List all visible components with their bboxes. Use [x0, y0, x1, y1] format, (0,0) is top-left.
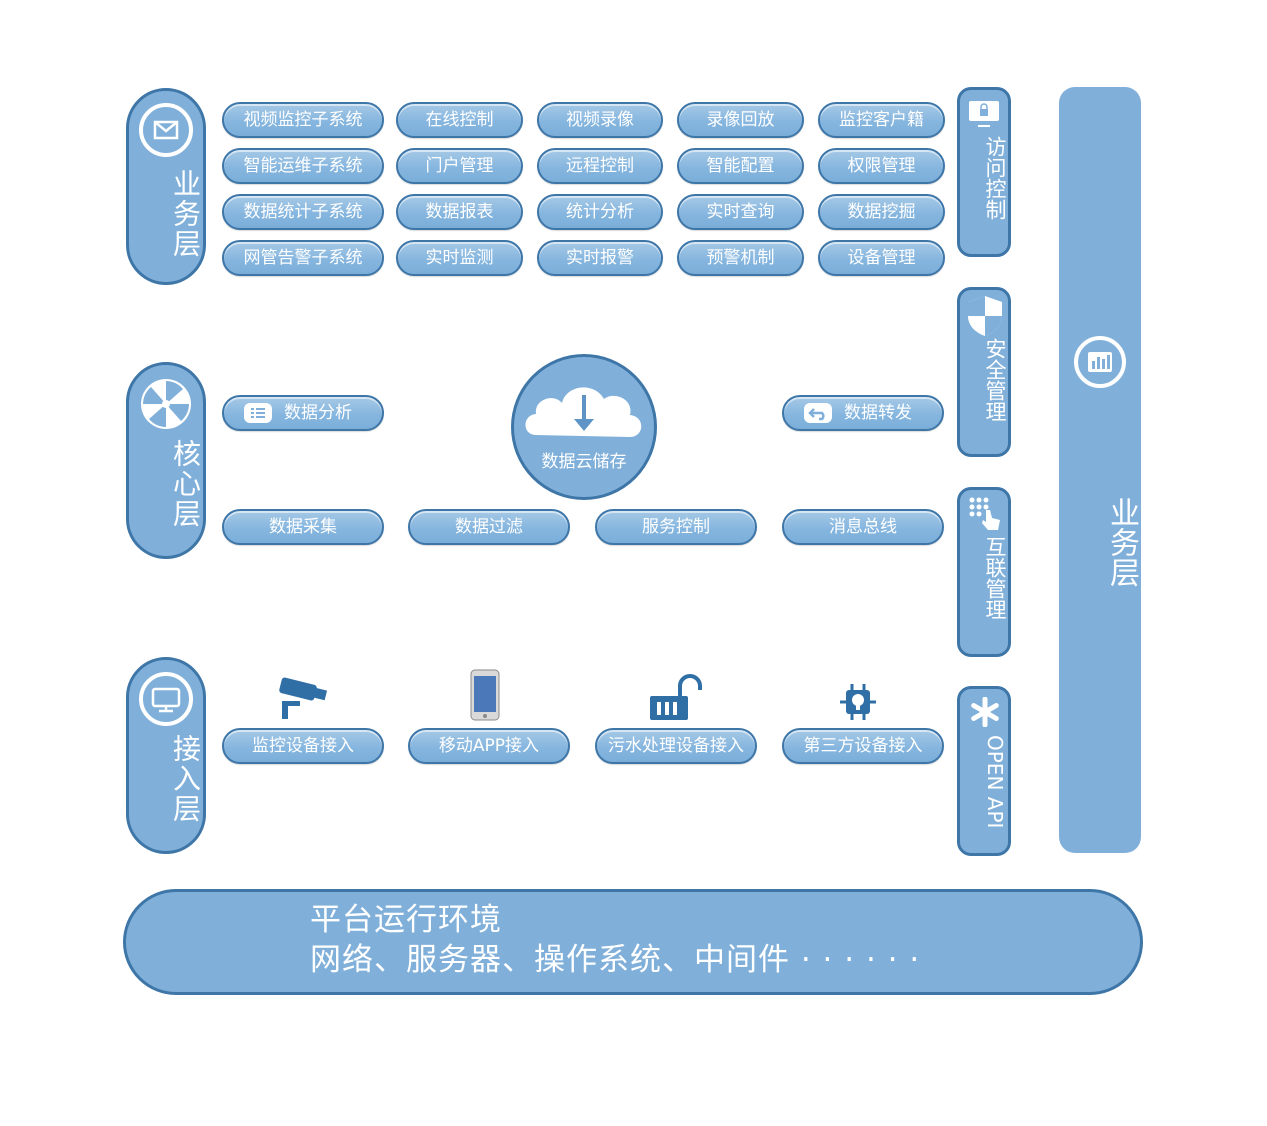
biz-pill: 设备管理 — [818, 240, 945, 276]
data-forward-label: 数据转发 — [844, 403, 912, 423]
access-layer: 接入层 — [126, 657, 206, 854]
touch-grid-icon — [969, 497, 1000, 530]
biz-pill: 智能配置 — [677, 148, 804, 184]
list-icon — [244, 403, 272, 423]
biz-pill: 远程控制 — [537, 148, 663, 184]
core-pill: 消息总线 — [782, 509, 944, 545]
biz-pill: 数据统计子系统 — [222, 194, 384, 230]
access-layer-label: 接入层 — [169, 734, 202, 824]
core-layer: 核心层 — [126, 362, 206, 559]
monitor-icon — [139, 672, 193, 726]
cloud-storage-label: 数据云储存 — [541, 452, 627, 472]
security-panel: 安全管理 — [957, 287, 1011, 457]
access-pill: 监控设备接入 — [222, 728, 384, 764]
platform-runtime: 平台运行环境 网络、服务器、操作系统、中间件 · · · · · · — [123, 889, 1143, 995]
chip-bulb-icon — [840, 684, 876, 720]
access-pill: 移动APP接入 — [408, 728, 570, 764]
biz-pill: 门户管理 — [396, 148, 523, 184]
biz-pill: 权限管理 — [818, 148, 945, 184]
open-api-panel: OPEN API — [957, 686, 1011, 856]
biz-pill: 智能运维子系统 — [222, 148, 384, 184]
platform-subtitle: 网络、服务器、操作系统、中间件 · · · · · · — [310, 942, 921, 978]
security-label: 安全管理 — [983, 338, 1007, 422]
core-pill: 数据过滤 — [408, 509, 570, 545]
interconnect-panel: 互联管理 — [957, 487, 1011, 657]
unlock-icon — [650, 674, 702, 720]
core-pill: 数据采集 — [222, 509, 384, 545]
biz-pill: 实时查询 — [677, 194, 804, 230]
biz-pill: 统计分析 — [537, 194, 663, 230]
business-layer: 业务层 — [126, 88, 206, 285]
biz-pill: 在线控制 — [396, 102, 523, 138]
data-analysis-label: 数据分析 — [284, 403, 352, 423]
access-pill: 污水处理设备接入 — [595, 728, 757, 764]
shield-icon — [968, 296, 1002, 336]
asterisk-icon — [971, 697, 999, 727]
biz-pill: 录像回放 — [677, 102, 804, 138]
biz-pill: 视频监控子系统 — [222, 102, 384, 138]
biz-pill: 网管告警子系统 — [222, 240, 384, 276]
access-control-label: 访问控制 — [983, 136, 1007, 220]
open-api-label: OPEN API — [983, 735, 1007, 829]
biz-pill: 数据报表 — [396, 194, 523, 230]
mail-icon — [139, 103, 193, 157]
access-pill: 第三方设备接入 — [782, 728, 944, 764]
bar-chart-icon — [1074, 336, 1126, 388]
cloud-storage: 数据云储存 — [511, 354, 657, 500]
lock-screen-icon — [969, 101, 999, 127]
platform-title: 平台运行环境 — [310, 902, 502, 938]
data-analysis-pill: 数据分析 — [222, 395, 384, 431]
cctv-camera-icon — [279, 677, 328, 719]
biz-pill: 实时监测 — [396, 240, 523, 276]
biz-pill: 视频录像 — [537, 102, 663, 138]
right-business-label: 业务层 — [1104, 497, 1139, 587]
biz-pill: 实时报警 — [537, 240, 663, 276]
return-icon — [804, 403, 832, 423]
core-pill: 服务控制 — [595, 509, 757, 545]
business-layer-label: 业务层 — [169, 169, 202, 259]
fan-icon — [139, 377, 193, 431]
biz-pill: 数据挖掘 — [818, 194, 945, 230]
cloud-download-icon — [525, 387, 642, 437]
data-forward-pill: 数据转发 — [782, 395, 944, 431]
mobile-phone-icon — [470, 669, 500, 721]
biz-pill: 监控客户籍 — [818, 102, 945, 138]
biz-pill: 预警机制 — [677, 240, 804, 276]
access-control-panel: 访问控制 — [957, 87, 1011, 257]
core-layer-label: 核心层 — [169, 439, 202, 529]
interconnect-label: 互联管理 — [983, 536, 1007, 620]
right-business-layer: 业务层 — [1059, 87, 1141, 853]
